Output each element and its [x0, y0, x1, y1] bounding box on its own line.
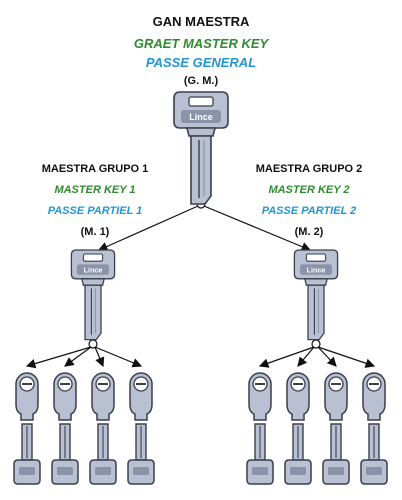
arrow-icon-group-1-lock-2: [64, 346, 92, 367]
grand-master-english: GRAET MASTER KEY: [133, 36, 269, 51]
key-icon-g1-4: [127, 423, 155, 485]
lock-layer: [13, 372, 388, 485]
lock-cylinder-icon-g2-1: [246, 372, 274, 485]
key-icon-g2-1: [246, 423, 274, 485]
arrow-icon-group-1-lock-3: [94, 346, 105, 368]
arrow-icon-group-2-lock-3: [317, 346, 337, 367]
group-1-key-icon-brand: Lince: [84, 265, 103, 274]
group-1-title: MAESTRA GRUPO 1: [41, 163, 149, 175]
group-2-key-icon: Lince: [293, 249, 339, 341]
group-1-english: MASTER KEY 1: [54, 184, 136, 196]
lock-cylinder-icon-g2-2: [284, 372, 312, 485]
arrow-icon-group-1-lock-1: [25, 346, 92, 369]
group-2-title: MAESTRA GRUPO 2: [255, 163, 363, 175]
lock-cylinder-icon-g2-3: [322, 372, 350, 485]
lock-cylinder-icon-g2-4: [360, 372, 388, 485]
key-icon-g2-4: [360, 423, 388, 485]
connector-lines: [25, 199, 376, 369]
arrow-icon-master-to-group-2: [203, 205, 312, 252]
group-2-english: MASTER KEY 2: [268, 184, 350, 196]
group-1-code: (M. 1): [80, 226, 110, 238]
lock-cylinder-icon-g1-3: [89, 372, 117, 485]
arrow-icon-master-to-group-1: [97, 205, 199, 251]
group-2-code: (M. 2): [294, 226, 324, 238]
grand-master-key-icon-brand: Lince: [189, 112, 213, 122]
arrow-icon-group-2-lock-1: [258, 346, 315, 368]
arrow-icon-group-2-lock-2: [297, 346, 315, 367]
group-1-key-icon: Lince: [70, 249, 116, 341]
key-icon-g2-2: [284, 423, 312, 485]
lock-cylinder-icon-g1-2: [51, 372, 79, 485]
grand-master-french: PASSE GENERAL: [145, 55, 257, 70]
key-icon-g1-3: [89, 423, 117, 485]
arrow-icon-group-1-lock-4: [94, 346, 143, 368]
key-icon-g2-3: [322, 423, 350, 485]
group-1-french: PASSE PARTIEL 1: [47, 205, 143, 217]
group-2-key-icon-brand: Lince: [307, 265, 326, 274]
lock-cylinder-icon-g1-4: [127, 372, 155, 485]
grand-master-code: (G. M.): [183, 75, 219, 87]
key-icon-g1-1: [13, 423, 41, 485]
arrow-icon-group-2-lock-4: [317, 346, 376, 368]
key-icon-g1-2: [51, 423, 79, 485]
lock-cylinder-icon-g1-1: [13, 372, 41, 485]
group-2-french: PASSE PARTIEL 2: [261, 205, 357, 217]
grand-master-title: GAN MAESTRA: [152, 14, 250, 29]
grand-master-key-icon: Lince: [173, 91, 229, 205]
